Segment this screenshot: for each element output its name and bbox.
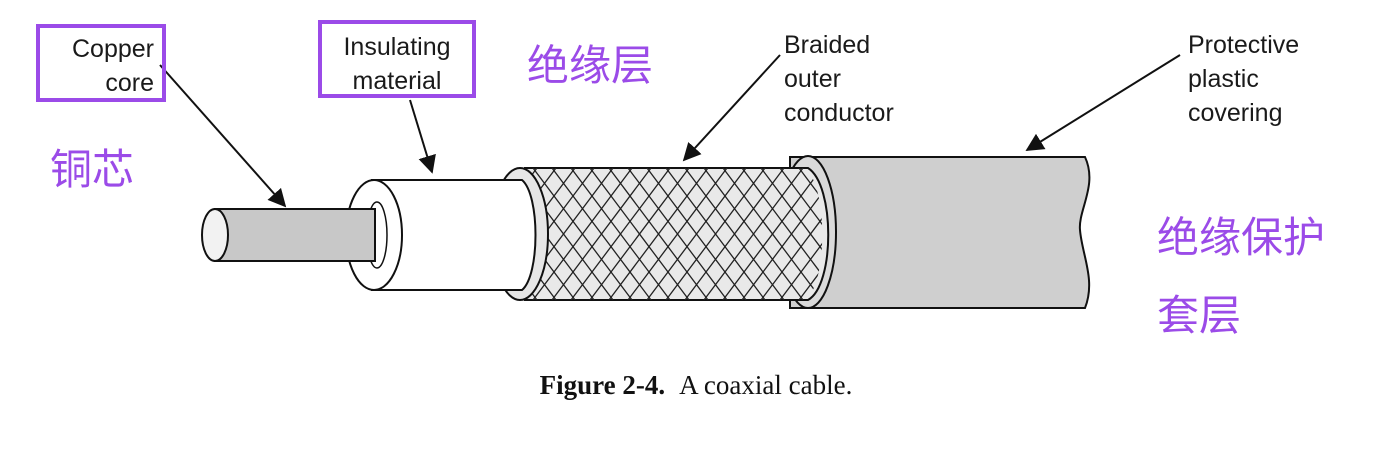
protective-label-line2: plastic [1188,65,1259,93]
braid-strand [570,168,671,300]
braid-strand [703,168,804,300]
insulating-material-label-box: Insulating material [318,20,476,98]
braid-strand [779,168,823,300]
copper-core-shape [201,208,376,262]
braid-strand [608,168,709,300]
cn-annotation-insulation: 绝缘层 [527,41,654,90]
protective-label-line1: Protective [1188,31,1300,59]
copper-core-leader [159,64,287,208]
copper-core-label-line1: Copper [72,35,154,63]
braid-strand [530,168,576,300]
braid-strand [760,168,823,300]
protective-label-line3: covering [1188,99,1283,127]
braid-strand [722,168,823,300]
braid-strand [798,168,823,300]
braided-label: Braided outer conductor [784,28,894,130]
insulating-label-line1: Insulating [343,33,451,61]
figure-title: A coaxial cable. [679,370,853,400]
figure-number: Figure 2-4. [539,370,666,400]
protective-label: Protective plastic covering [1188,28,1299,130]
braid-strand [627,168,728,300]
braid-strand [779,168,823,300]
braid-strand [530,168,576,300]
cn-annotation-protective-line2: 套层 [1157,291,1242,340]
cn-annotation-protective-line1: 绝缘保护 [1157,213,1326,262]
braided-leader [682,54,781,162]
braid-strand [532,168,633,300]
braid-strand [665,168,766,300]
braid-strand [684,168,785,300]
cn-annotation-copper-core: 铜芯 [50,145,135,194]
braided-conductor [491,167,830,301]
braided-label-line3: conductor [784,99,894,127]
protective-leader [1025,54,1181,151]
braided-label-line1: Braided [784,31,871,59]
braid-strand [589,168,690,300]
copper-core-label-box: Copper core [36,24,166,102]
insulating-leader [409,99,436,174]
braid-strand [551,168,652,300]
figure-caption: Figure 2-4. A coaxial cable. [0,370,1392,401]
insulating-label-line2: material [352,67,442,95]
braid-strand [646,168,747,300]
braided-label-line2: outer [784,65,841,93]
braid-strand [741,168,823,300]
copper-core-label-line2: core [105,69,154,97]
braid-strand [798,168,823,300]
